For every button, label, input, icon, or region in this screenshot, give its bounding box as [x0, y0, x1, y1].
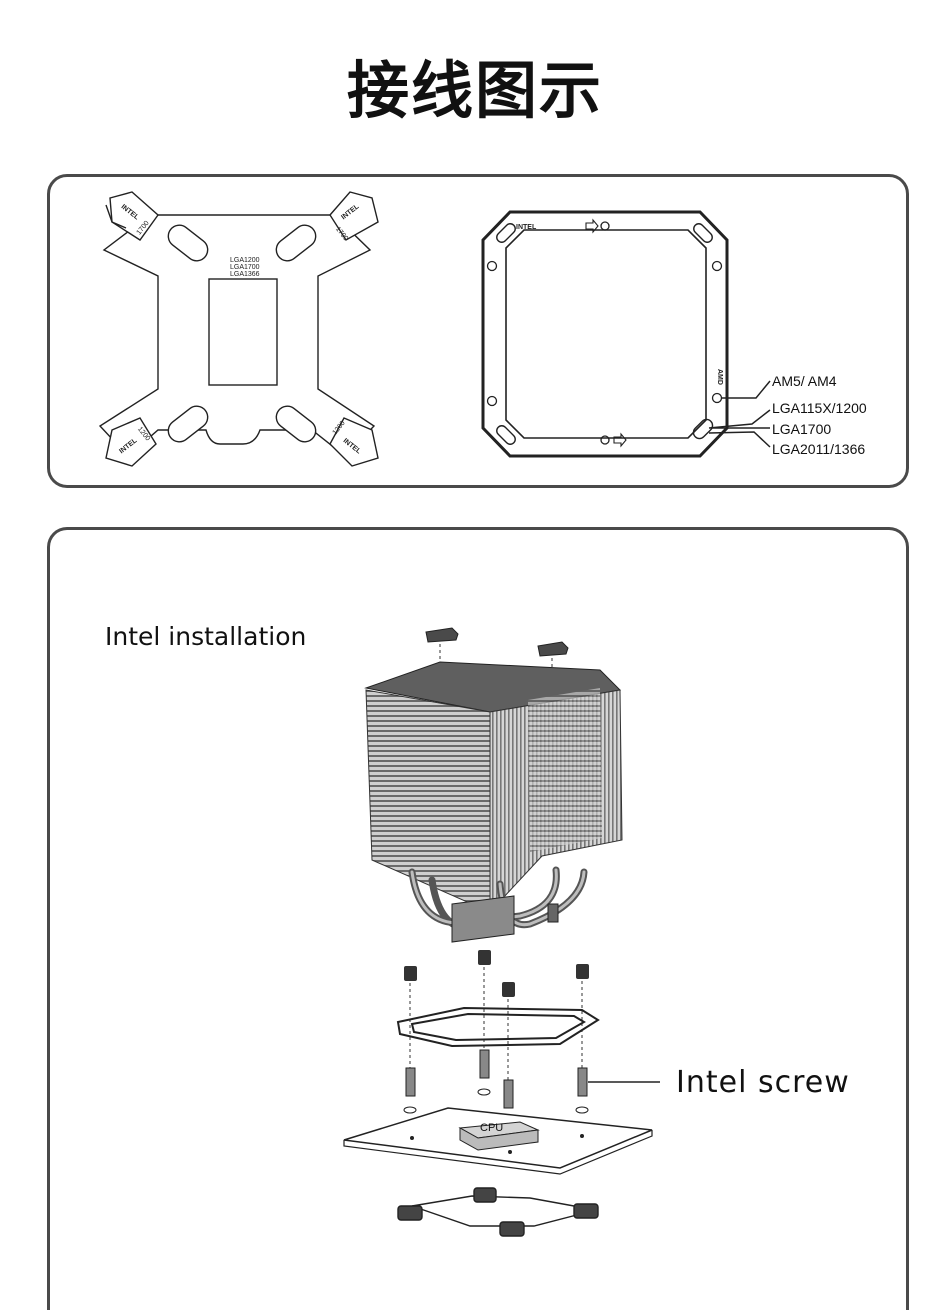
backplate-corner-top-right — [329, 191, 379, 241]
backplate-socket-2: LGA1700 — [230, 264, 260, 271]
installation-backplate — [397, 1187, 599, 1237]
standoff-2 — [477, 1049, 491, 1096]
callout-lga1700: LGA1700 — [772, 421, 831, 437]
callout-lga115x-1200: LGA115X/1200 — [772, 400, 867, 416]
backplate-corner-bottom-left — [105, 417, 157, 467]
backplate-corner-bottom-right — [329, 417, 379, 467]
standoff-4 — [575, 1067, 589, 1114]
cpu-label: CPU — [480, 1122, 503, 1134]
intel-screw-label: Intel screw — [676, 1065, 850, 1100]
mounting-bracket — [396, 1006, 600, 1048]
intel-backplate-diagram — [98, 191, 379, 467]
backplate-socket-1: LGA1200 — [230, 257, 260, 264]
diagram-canvas: LGA1200 LGA1700 LGA1366 INTEL INTEL INTE… — [98, 191, 867, 1237]
cpu-cooler-heatsink — [364, 661, 623, 943]
fan-clip-left — [425, 627, 459, 668]
cpu-chip — [458, 1121, 540, 1151]
standoff-1 — [403, 1067, 417, 1114]
thumb-nut-4 — [576, 964, 589, 1070]
backplate-corner-top-left — [105, 191, 159, 241]
thumb-nut-3 — [502, 982, 515, 1080]
thumb-nut-2 — [478, 950, 491, 1050]
frame-amd-label: AMD — [716, 369, 723, 385]
installation-heading: Intel installation — [105, 622, 307, 651]
backplate-socket-3: LGA1366 — [230, 271, 260, 278]
mounting-frame-diagram — [481, 210, 771, 458]
thumb-nut-1 — [404, 966, 417, 1080]
page-title: 接线图示 — [346, 54, 603, 127]
callout-am5-am4: AM5/ AM4 — [772, 373, 837, 389]
callout-lga2011-1366: LGA2011/1366 — [772, 441, 865, 457]
frame-intel-label: INTEL — [516, 224, 537, 231]
